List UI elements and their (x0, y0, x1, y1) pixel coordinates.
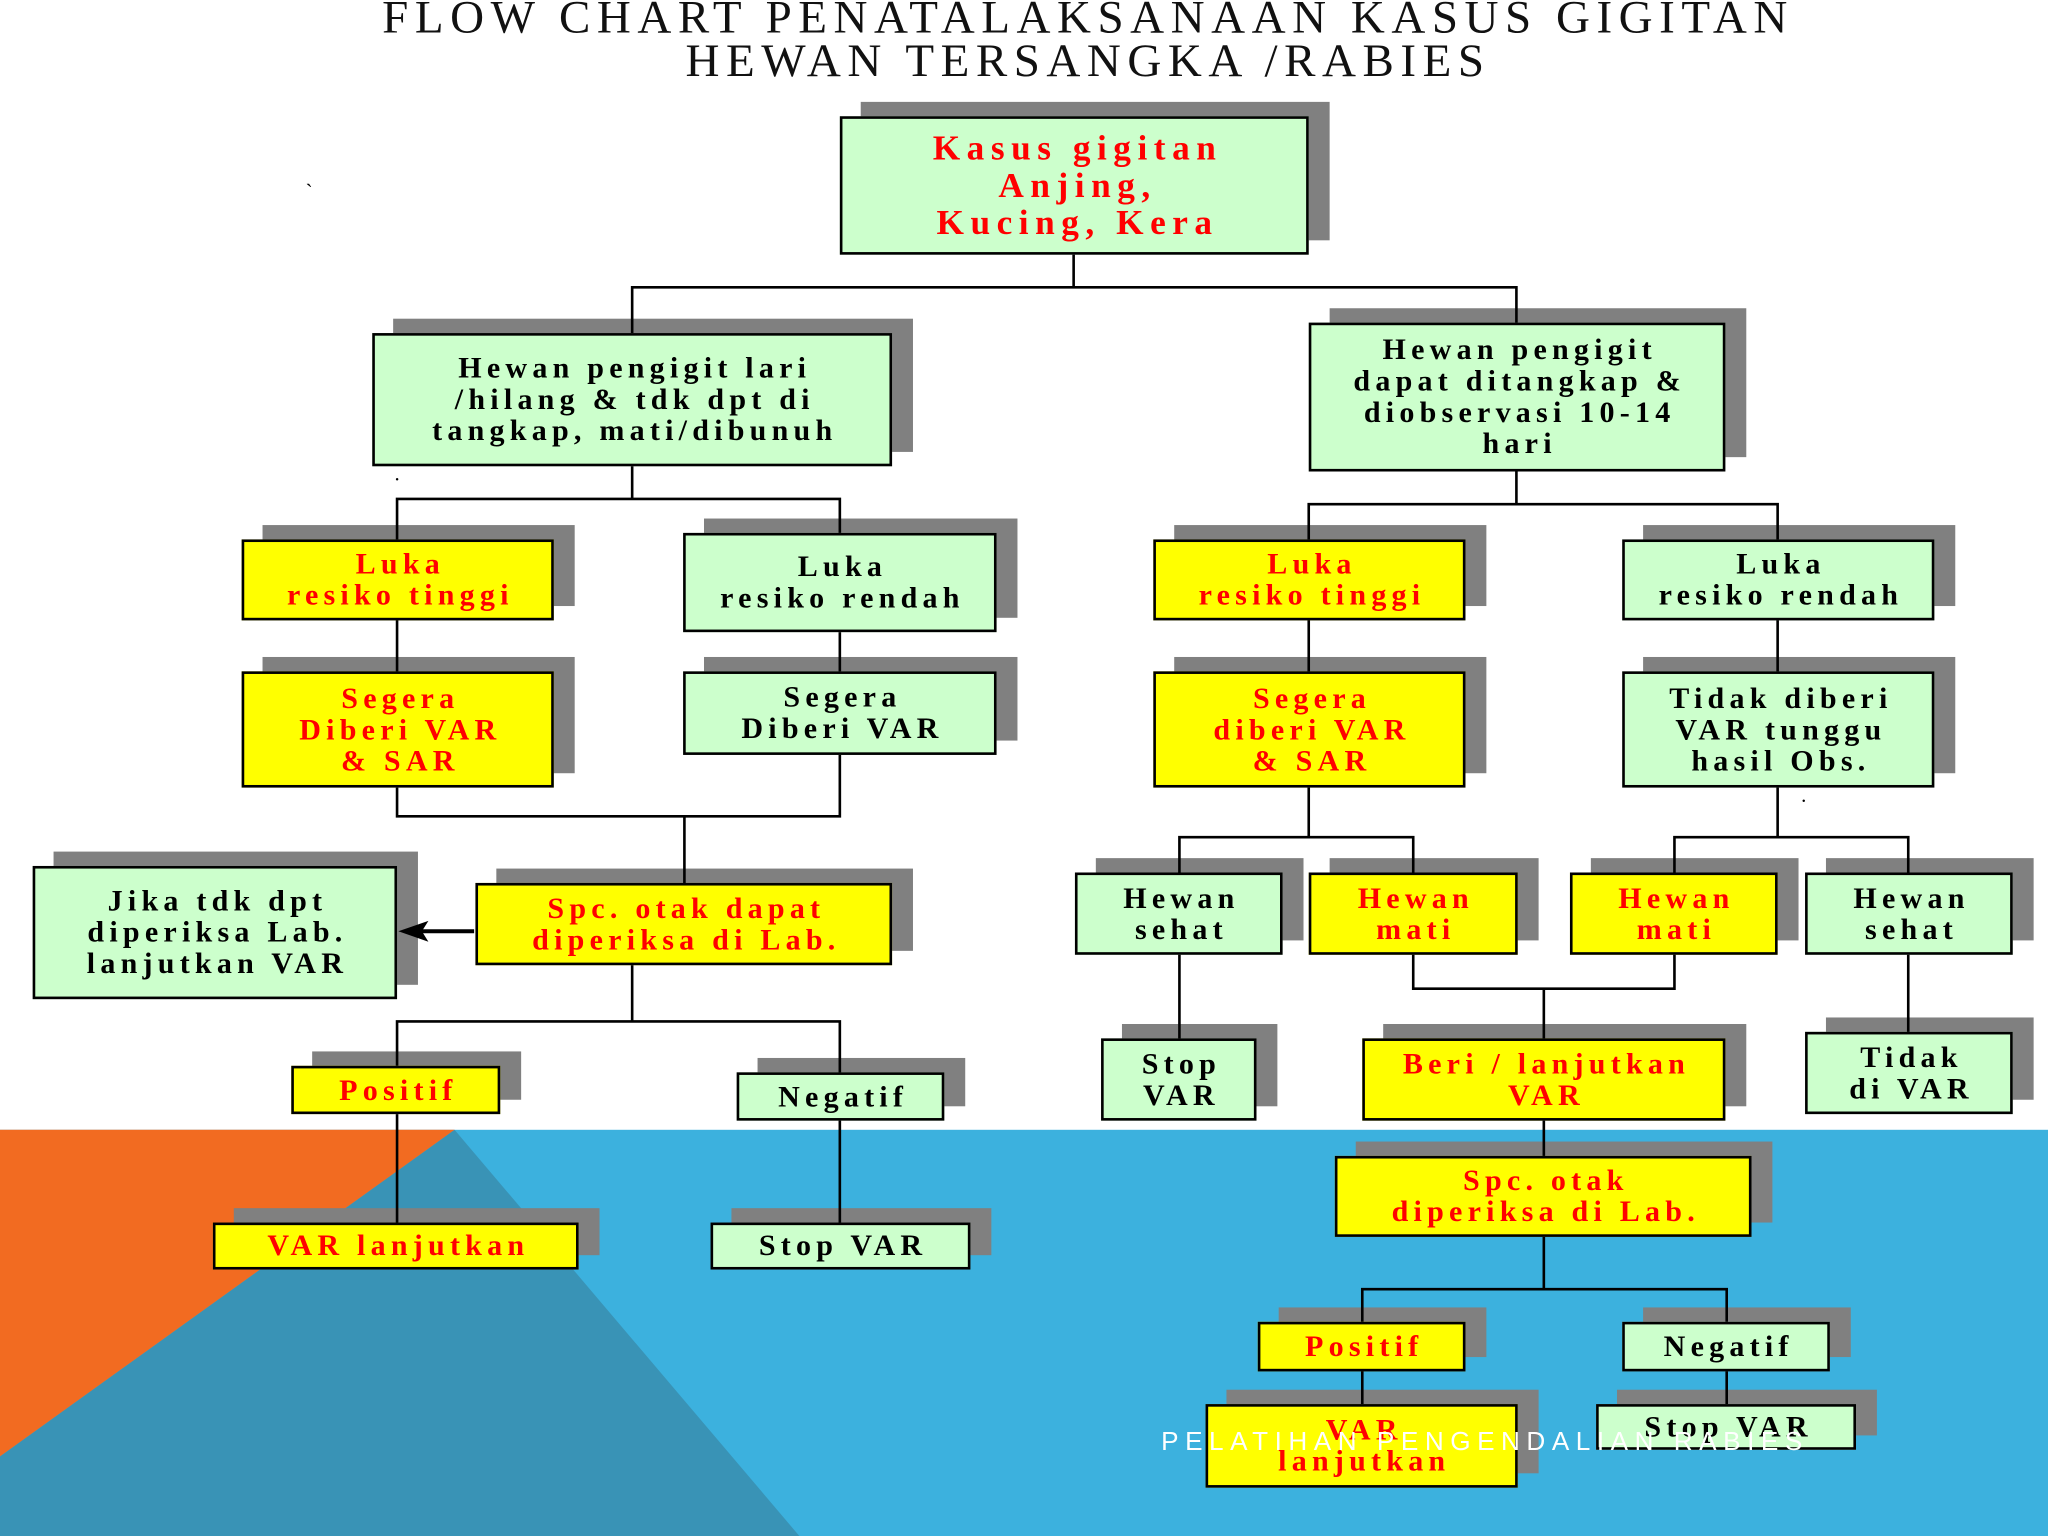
box-text-line: Stop VAR (758, 1229, 928, 1262)
box-text-line: Negatif (1663, 1329, 1794, 1363)
box-text-line: lanjutkan (1278, 1444, 1451, 1478)
box-text-line: Diberi VAR (299, 712, 502, 746)
box-var-lanjutkan-left: VAR lanjutkan (212, 1222, 579, 1270)
box-text-line: hasil Obs. (1691, 743, 1871, 777)
box-text-line: mati (1376, 912, 1456, 945)
box-text-line: & SAR (1252, 743, 1372, 777)
box-text-line: diperiksa Lab. (87, 915, 348, 949)
box-positif-left: Positif (291, 1065, 501, 1115)
box-text-line: Spc. otak (1463, 1163, 1629, 1197)
box-text-line: Beri / lanjutkan (1402, 1046, 1691, 1080)
box-text-line: tangkap, mati/dibunuh (432, 414, 838, 447)
box-text-line: Jika tdk dpt (107, 884, 328, 917)
box-text-line: Kucing, Kera (936, 202, 1219, 242)
box-text-line: Tidak diberi (1669, 681, 1893, 714)
box-text-line: diobservasi 10-14 (1363, 395, 1676, 429)
box-text-line: diperiksa di Lab. (1391, 1195, 1700, 1228)
footer-text: PELATIHAN PENGENDALIAN RABIES (1161, 1427, 1809, 1457)
box-text-line: sehat (1865, 912, 1958, 945)
box-text-line: Hewan (1123, 880, 1240, 914)
box-text-line: VAR tunggu (1675, 712, 1887, 746)
box-text-line: VAR (1508, 1078, 1585, 1111)
box-text-line: Diberi VAR (741, 711, 944, 745)
box-text-line: Luka (797, 549, 888, 583)
box-text-line: /hilang & tdk dpt di (454, 382, 815, 416)
box-text-line: resiko rendah (720, 581, 965, 614)
title-line-2: HEWAN TERSANGKA /RABIES (685, 33, 1491, 87)
box-text-line: Luka (1736, 547, 1826, 580)
box-text-line: Stop VAR (1644, 1409, 1813, 1443)
box-text-line: Segera (341, 681, 460, 714)
box-text-line: Negatif (778, 1079, 909, 1113)
box-negatif-left: Negatif (736, 1072, 945, 1121)
box-text-line: & SAR (340, 743, 460, 777)
box-text-line: di VAR (1849, 1071, 1974, 1105)
box-text-line: Hewan pengigit lari (458, 351, 812, 384)
box-text-line: Hewan (1618, 880, 1735, 914)
box-text-line: Spc. otak dapat (547, 891, 826, 925)
box-text-line: resiko tinggi (286, 578, 514, 612)
box-stop-var-right: Stop VAR (1596, 1404, 1856, 1450)
box-positif-right: Positif (1257, 1321, 1466, 1372)
box-text-line: Hewan pengigit (1382, 333, 1657, 366)
stray-mark: . (394, 463, 400, 486)
box-text-line: VAR lanjutkan (267, 1229, 530, 1262)
box-text-line: diberi VAR (1213, 712, 1411, 746)
background-teal-triangle (0, 1129, 800, 1536)
box-text-line: sehat (1134, 912, 1228, 945)
box-text-line: Luka (355, 547, 446, 580)
box-text-line: lanjutkan VAR (86, 946, 349, 980)
box-stop-var-left: Stop VAR (710, 1222, 971, 1270)
title-line-1: FLOW CHART PENATALAKSANAAN KASUS GIGITAN (382, 0, 1794, 44)
box-text-line: Stop (1141, 1046, 1222, 1080)
box-text-line: hari (1482, 427, 1557, 460)
box-text-line: Kasus gigitan (932, 128, 1223, 168)
box-text-line: Hewan (1853, 880, 1970, 914)
box-text-line: dapat ditangkap & (1353, 364, 1686, 398)
box-text-line: Anjing, (998, 165, 1157, 205)
stray-mark: ` (305, 181, 313, 204)
box-text-line: Luka (1267, 547, 1357, 580)
box-text-line: Segera (1252, 681, 1372, 714)
box-text-line: resiko rendah (1658, 578, 1904, 612)
box-text-line: VAR (1325, 1413, 1403, 1446)
box-text-line: Tidak (1860, 1040, 1963, 1073)
box-text-line: Positif (339, 1072, 458, 1106)
box-text-line: mati (1636, 912, 1717, 945)
box-negatif-right: Negatif (1622, 1321, 1830, 1372)
box-text-line: resiko tinggi (1198, 578, 1426, 612)
slide-title: FLOW CHART PENATALAKSANAAN KASUS GIGITAN… (128, 0, 2048, 87)
box-text-line: diperiksa di Lab. (532, 922, 841, 956)
stray-mark: . (1801, 784, 1807, 808)
box-text-line: Segera (783, 680, 902, 714)
box-text-line: VAR (1142, 1078, 1220, 1111)
box-text-line: Positif (1305, 1329, 1424, 1363)
box-text-line: Hewan (1357, 880, 1474, 914)
